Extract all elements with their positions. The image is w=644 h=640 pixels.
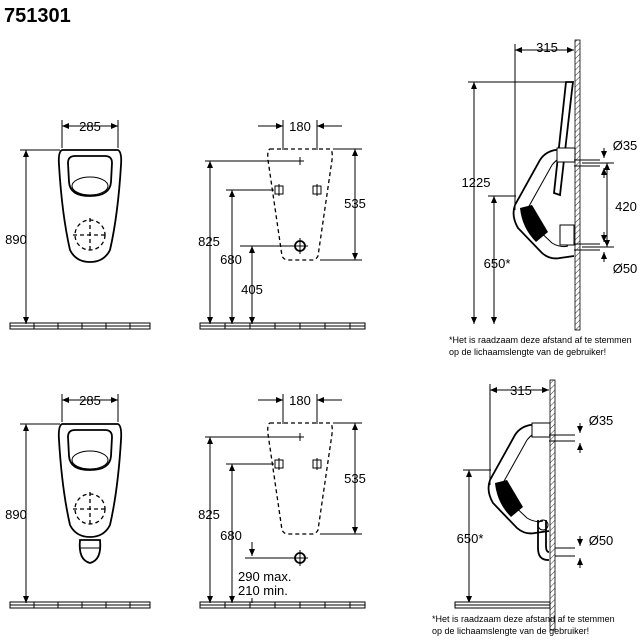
urinal-side-outline <box>512 149 575 260</box>
rear-outline <box>267 422 333 535</box>
rear-view-top: 180 825 680 405 535 <box>198 119 366 330</box>
dim-rear-680: 680 <box>220 528 242 543</box>
dim-front-height: 890 <box>5 507 27 522</box>
dim-side-1225: 1225 <box>462 175 491 190</box>
note-line-2: op de lichaamslengte van de gebruiker! <box>432 626 589 636</box>
note-line-1: *Het is raadzaam deze afstand af te stem… <box>432 614 615 624</box>
siphon <box>78 539 102 564</box>
dim-rear-825: 825 <box>198 507 220 522</box>
urinal-front-outline <box>57 423 123 538</box>
dim-rear-width: 180 <box>289 119 311 134</box>
urinal-side-outline <box>487 424 550 535</box>
dim-side-depth: 315 <box>536 40 558 55</box>
note-line-2: op de lichaamslengte van de gebruiker! <box>449 347 606 357</box>
front-view-top: 285 890 <box>5 119 151 330</box>
siphon <box>537 520 550 561</box>
dim-front-height: 890 <box>5 232 27 247</box>
urinal-front-outline <box>57 149 123 263</box>
dim-rear-825: 825 <box>198 234 220 249</box>
dim-side-d50: Ø50 <box>613 261 638 276</box>
wall <box>549 379 556 631</box>
rear-outline <box>267 148 333 261</box>
dim-rear-535: 535 <box>344 471 366 486</box>
dim-rear-405: 405 <box>241 282 263 297</box>
rear-view-bottom: 180 825 680 290 max. 210 min. 535 <box>198 393 366 609</box>
dim-side-depth: 315 <box>510 383 532 398</box>
dim-rear-max: 290 max. <box>238 569 291 584</box>
dim-rear-min: 210 min. <box>238 583 288 598</box>
dim-side-650: 650* <box>484 256 511 271</box>
dim-front-width: 285 <box>79 119 101 134</box>
urinal-lid <box>553 81 575 197</box>
dim-side-d50: Ø50 <box>589 533 614 548</box>
dim-rear-680: 680 <box>220 252 242 267</box>
front-view-bottom: 285 890 <box>5 393 151 609</box>
side-view-bottom: 315 650* Ø35 Ø50 *Het is raadzaam deze a… <box>432 379 615 636</box>
wall <box>574 39 581 331</box>
dim-rear-width: 180 <box>289 393 311 408</box>
dim-side-650: 650* <box>457 531 484 546</box>
product-number: 751301 <box>4 5 71 27</box>
dim-rear-535: 535 <box>344 196 366 211</box>
dim-side-420: 420 <box>615 199 637 214</box>
dim-side-d35: Ø35 <box>613 138 638 153</box>
dim-side-d35: Ø35 <box>589 413 614 428</box>
side-view-top: 315 1225 650* 420 Ø35 Ø50 *Het is raadza… <box>449 39 638 357</box>
note-line-1: *Het is raadzaam deze afstand af te stem… <box>449 335 632 345</box>
dim-front-width: 285 <box>79 393 101 408</box>
